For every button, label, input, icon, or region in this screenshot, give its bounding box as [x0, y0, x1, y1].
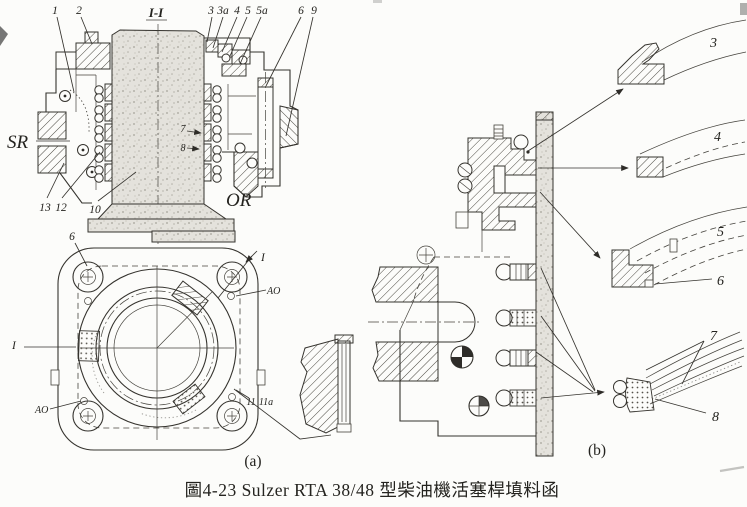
plan-view: 6 I I AO AO 11 11a (a) — [11, 231, 354, 470]
callout-11a: 11a — [259, 397, 273, 408]
section-leaders — [36, 16, 314, 202]
ring-detail-7-8: 7 8 — [613, 329, 745, 425]
quarter-symbol-1 — [450, 345, 474, 369]
detail-label-4: 4 — [714, 130, 721, 145]
plan-callout-6: 6 — [69, 231, 75, 243]
label-or: OR — [226, 190, 252, 211]
flange-bolts — [72, 261, 248, 432]
screw-detail-section — [299, 334, 354, 434]
top-scraper-group — [205, 39, 251, 77]
ring-detail-3: 3 — [617, 19, 747, 85]
oil-mark-right: AO — [266, 286, 280, 297]
scan-artifacts — [0, 0, 747, 473]
ring-group-1 — [495, 263, 537, 281]
section-view: I-I 1 2 3 3a 4 5 5a 6 9 7 8 SR OR 13 12 … — [7, 5, 317, 244]
housing-left — [37, 31, 111, 204]
figure-caption: 圖4-23 Sulzer RTA 38/48 型柴油機活塞桿填料函 — [185, 480, 560, 500]
gland-plate — [87, 218, 235, 233]
detail-arrows — [526, 88, 629, 399]
detail-label-3: 3 — [709, 36, 717, 51]
ring-detail-5-6: 5 6 — [611, 206, 747, 289]
rod-bore-rings — [77, 266, 237, 440]
detail-label-8: 8 — [712, 410, 719, 425]
callout-12: 12 — [55, 202, 67, 214]
ring-detail-4: 4 — [636, 119, 746, 178]
callout-5: 5 — [245, 5, 251, 17]
gland-top — [455, 124, 537, 231]
callout-11: 11 — [246, 397, 255, 408]
section-title: I-I — [148, 5, 164, 20]
callout-8: 8 — [181, 143, 186, 154]
callout-9: 9 — [311, 5, 317, 17]
view-a-label: (a) — [244, 453, 261, 470]
crosshead-flange — [368, 266, 482, 382]
callout-13: 13 — [39, 202, 51, 214]
callout-2: 2 — [76, 5, 82, 17]
callout-10: 10 — [89, 204, 101, 216]
callout-3a: 3a — [216, 5, 229, 17]
housing-right — [204, 37, 299, 198]
stack-view: (b) — [368, 88, 629, 459]
ring-pack-right — [203, 83, 222, 183]
detail-label-6: 6 — [717, 274, 724, 289]
callout-7: 7 — [181, 124, 187, 135]
callout-4: 4 — [234, 5, 240, 17]
quarter-symbol-2 — [468, 395, 490, 417]
callout-5a: 5a — [256, 5, 268, 17]
plan-leaders — [24, 242, 332, 440]
section-mark-right: I — [260, 252, 266, 264]
ring-group-3 — [495, 349, 537, 367]
gland-flange-outline — [57, 247, 259, 451]
label-sr: SR — [7, 132, 29, 153]
detail-label-5: 5 — [717, 225, 724, 240]
ring-group-4 — [495, 389, 537, 407]
view-b-label: (b) — [588, 442, 606, 459]
callout-1: 1 — [52, 5, 58, 17]
detail-label-7: 7 — [710, 329, 718, 344]
section-mark-left: I — [11, 340, 17, 352]
gland-plate-lower — [151, 230, 236, 243]
rod-flare — [96, 203, 228, 220]
callout-3: 3 — [207, 5, 214, 17]
ring-pack-left — [94, 83, 113, 183]
piston-rod-b — [535, 111, 554, 457]
ring-group-2 — [495, 309, 537, 327]
gland-body — [399, 230, 537, 437]
callout-6: 6 — [298, 5, 304, 17]
oil-mark-left: AO — [34, 405, 48, 416]
